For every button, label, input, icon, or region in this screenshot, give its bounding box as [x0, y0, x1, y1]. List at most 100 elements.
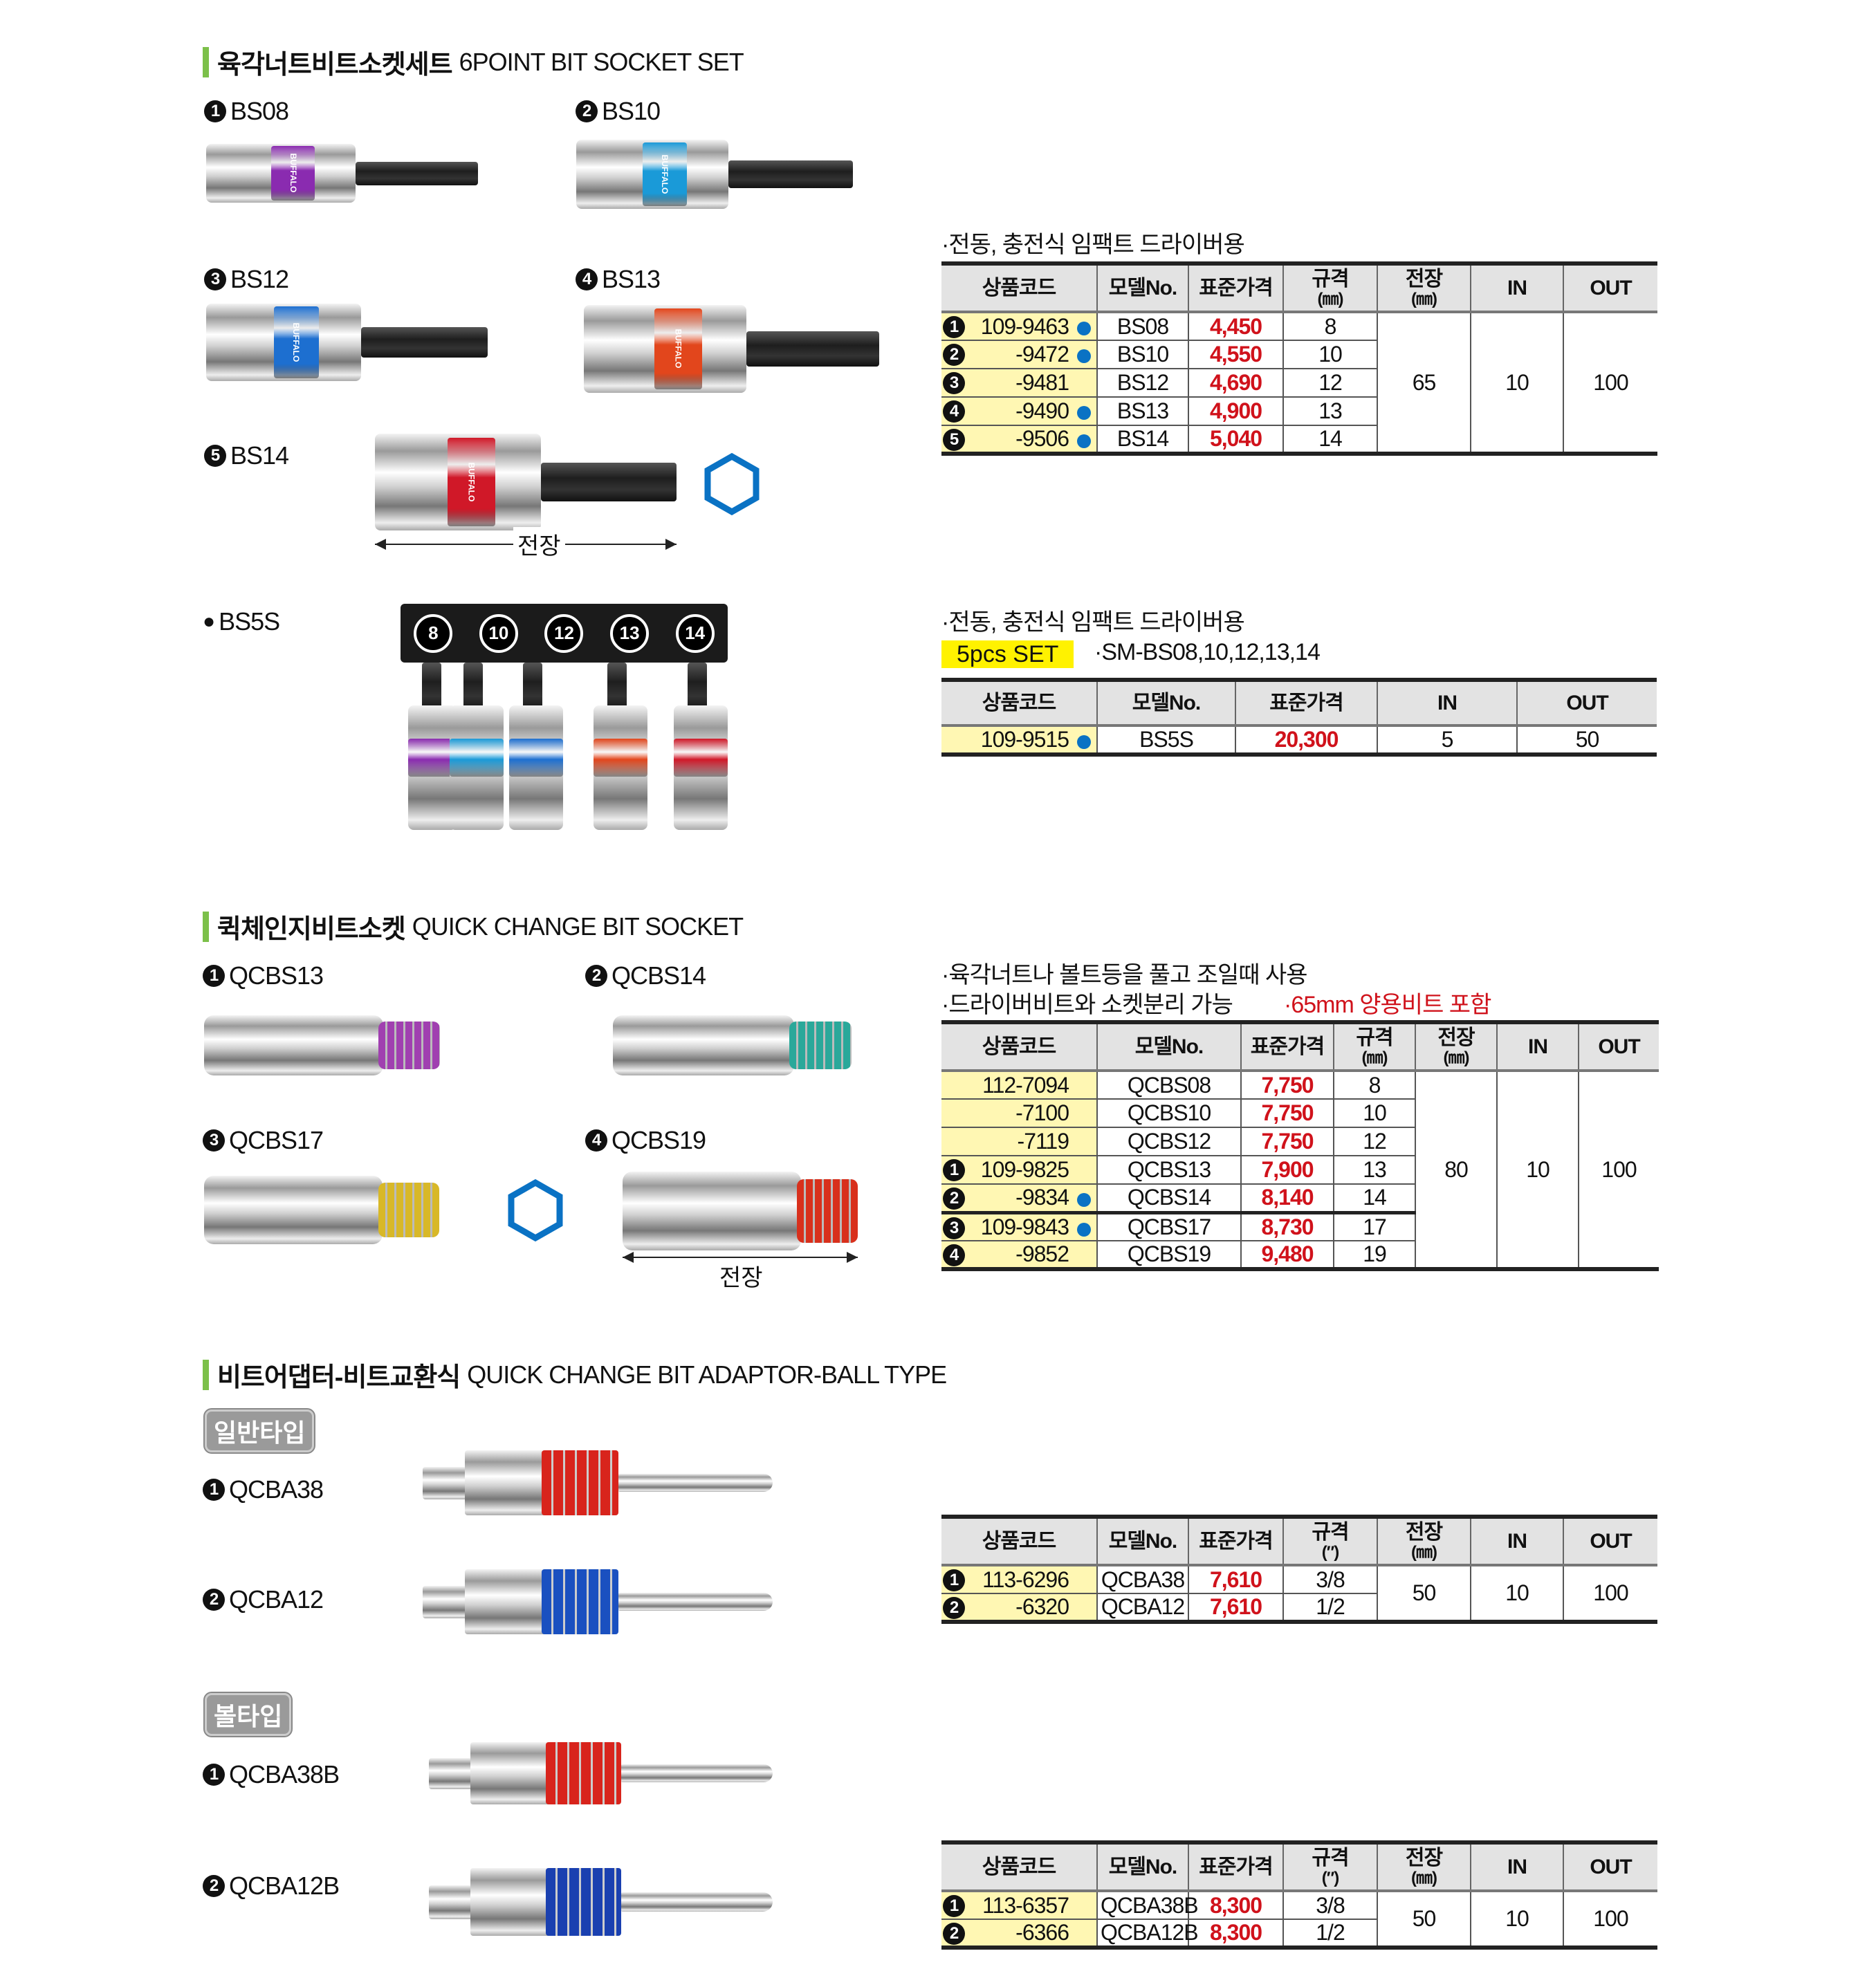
hex-shank [728, 160, 853, 188]
header-label: OUT [1590, 1529, 1632, 1553]
product-code: -9834 [1015, 1185, 1069, 1210]
size-cell: 1/2 [1282, 1593, 1377, 1622]
model-cell: QCBS17 [1096, 1212, 1241, 1241]
header-unit: (㎜) [1411, 289, 1437, 308]
column-header: 표준가격 [1188, 1517, 1283, 1566]
title-english: QUICK CHANGE BIT SOCKET [412, 912, 744, 941]
column-header: 상품코드 [941, 264, 1097, 313]
product-code-cell: -7119 [941, 1127, 1097, 1156]
set-label: ●BS5S [203, 607, 280, 636]
number-marker-icon: 2 [203, 1589, 225, 1611]
model-cell: BS5S [1096, 725, 1235, 755]
item-model: QCBA12 [229, 1585, 324, 1614]
header-label: 모델No. [1108, 276, 1178, 299]
set-color-band [408, 739, 457, 777]
bit-socket-image: BUFFALO [206, 144, 478, 203]
size-cell: 14 [1333, 1183, 1415, 1214]
header-label: 전장 [1405, 1521, 1443, 1544]
driver-bit [618, 1592, 773, 1611]
column-header: 표준가격 [1188, 264, 1283, 313]
driver-bit [621, 1764, 773, 1782]
item-model: QCBA38B [229, 1760, 340, 1788]
column-header: 규격(㎜) [1333, 1022, 1415, 1072]
holder-shank [422, 663, 441, 711]
product-code: -9490 [1015, 398, 1069, 423]
product-code-cell: 2-9834 [941, 1183, 1097, 1214]
number-marker-icon: 3 [943, 372, 965, 394]
item-model: QCBS14 [611, 961, 706, 990]
price-cell: 8,300 [1188, 1890, 1283, 1919]
header-label: OUT [1598, 1035, 1640, 1058]
number-marker-icon: 2 [943, 1597, 965, 1619]
quick-change-socket-image [613, 1015, 852, 1075]
driver-bit [618, 1473, 773, 1492]
header-label: 전장 [1437, 1026, 1475, 1050]
price-cell: 8,140 [1240, 1183, 1334, 1214]
header-label: 표준가격 [1269, 691, 1343, 714]
usage-note-2: ·드라이버비트와 소켓분리 가능 [941, 992, 1233, 1018]
title-english: QUICK CHANGE BIT ADAPTOR-BALL TYPE [467, 1360, 947, 1389]
header-label: 상품코드 [982, 276, 1056, 299]
column-header: OUT [1578, 1022, 1659, 1072]
title-english: 6POINT BIT SOCKET SET [459, 47, 744, 76]
header-label: 모델No. [1108, 1855, 1178, 1878]
column-header: OUT [1516, 680, 1657, 727]
out-cell: 50 [1516, 725, 1657, 755]
hex-shank [356, 161, 478, 185]
header-unit: (㎜) [1411, 1868, 1437, 1887]
adaptor-body [470, 1742, 553, 1804]
ribbed-ring [789, 1021, 852, 1070]
set-usage-note: ·전동, 충전식 임팩트 드라이버용 [941, 609, 1245, 636]
product-code-cell: 112-7094 [941, 1070, 1097, 1099]
column-header: OUT [1563, 264, 1657, 313]
product-code: 113-6296 [982, 1566, 1069, 1592]
item-model: BS12 [230, 265, 289, 293]
item-model: BS08 [230, 97, 289, 125]
stock-dot-icon [1077, 349, 1091, 363]
header-unit: (㎜) [1317, 289, 1344, 308]
color-ring [542, 1569, 619, 1634]
column-header: 모델No. [1096, 1517, 1188, 1566]
header-label: 표준가격 [1199, 1855, 1273, 1878]
bit-adaptor-image [423, 1569, 773, 1634]
out-cell: 100 [1563, 311, 1657, 454]
bit-adaptor-image [423, 1450, 773, 1515]
title-korean: 퀵체인지비트소켓 [217, 915, 406, 944]
number-marker-icon: 4 [576, 268, 598, 290]
column-header: 상품코드 [941, 1842, 1097, 1892]
holder-shank [688, 663, 707, 711]
quick-change-socket-image [204, 1176, 439, 1244]
price-cell: 4,550 [1188, 340, 1283, 369]
column-header: 규격(″) [1282, 1517, 1377, 1566]
stock-dot-icon [1077, 1222, 1091, 1237]
size-cell: 14 [1282, 425, 1377, 454]
size-cell: 8 [1333, 1070, 1415, 1099]
header-unit: (㎜) [1443, 1048, 1470, 1067]
size-marker: 10 [479, 613, 518, 653]
out-cell: 100 [1578, 1070, 1659, 1269]
square-drive [423, 1466, 472, 1499]
number-marker-icon: 1 [943, 1895, 965, 1917]
size-cell: 3/8 [1282, 1890, 1377, 1919]
stock-dot-icon [1077, 406, 1091, 420]
column-header: 상품코드 [941, 680, 1097, 727]
header-label: IN [1507, 1529, 1527, 1553]
length-cell: 80 [1415, 1070, 1497, 1269]
column-header: IN [1377, 680, 1517, 727]
item-model: QCBS13 [229, 961, 324, 990]
